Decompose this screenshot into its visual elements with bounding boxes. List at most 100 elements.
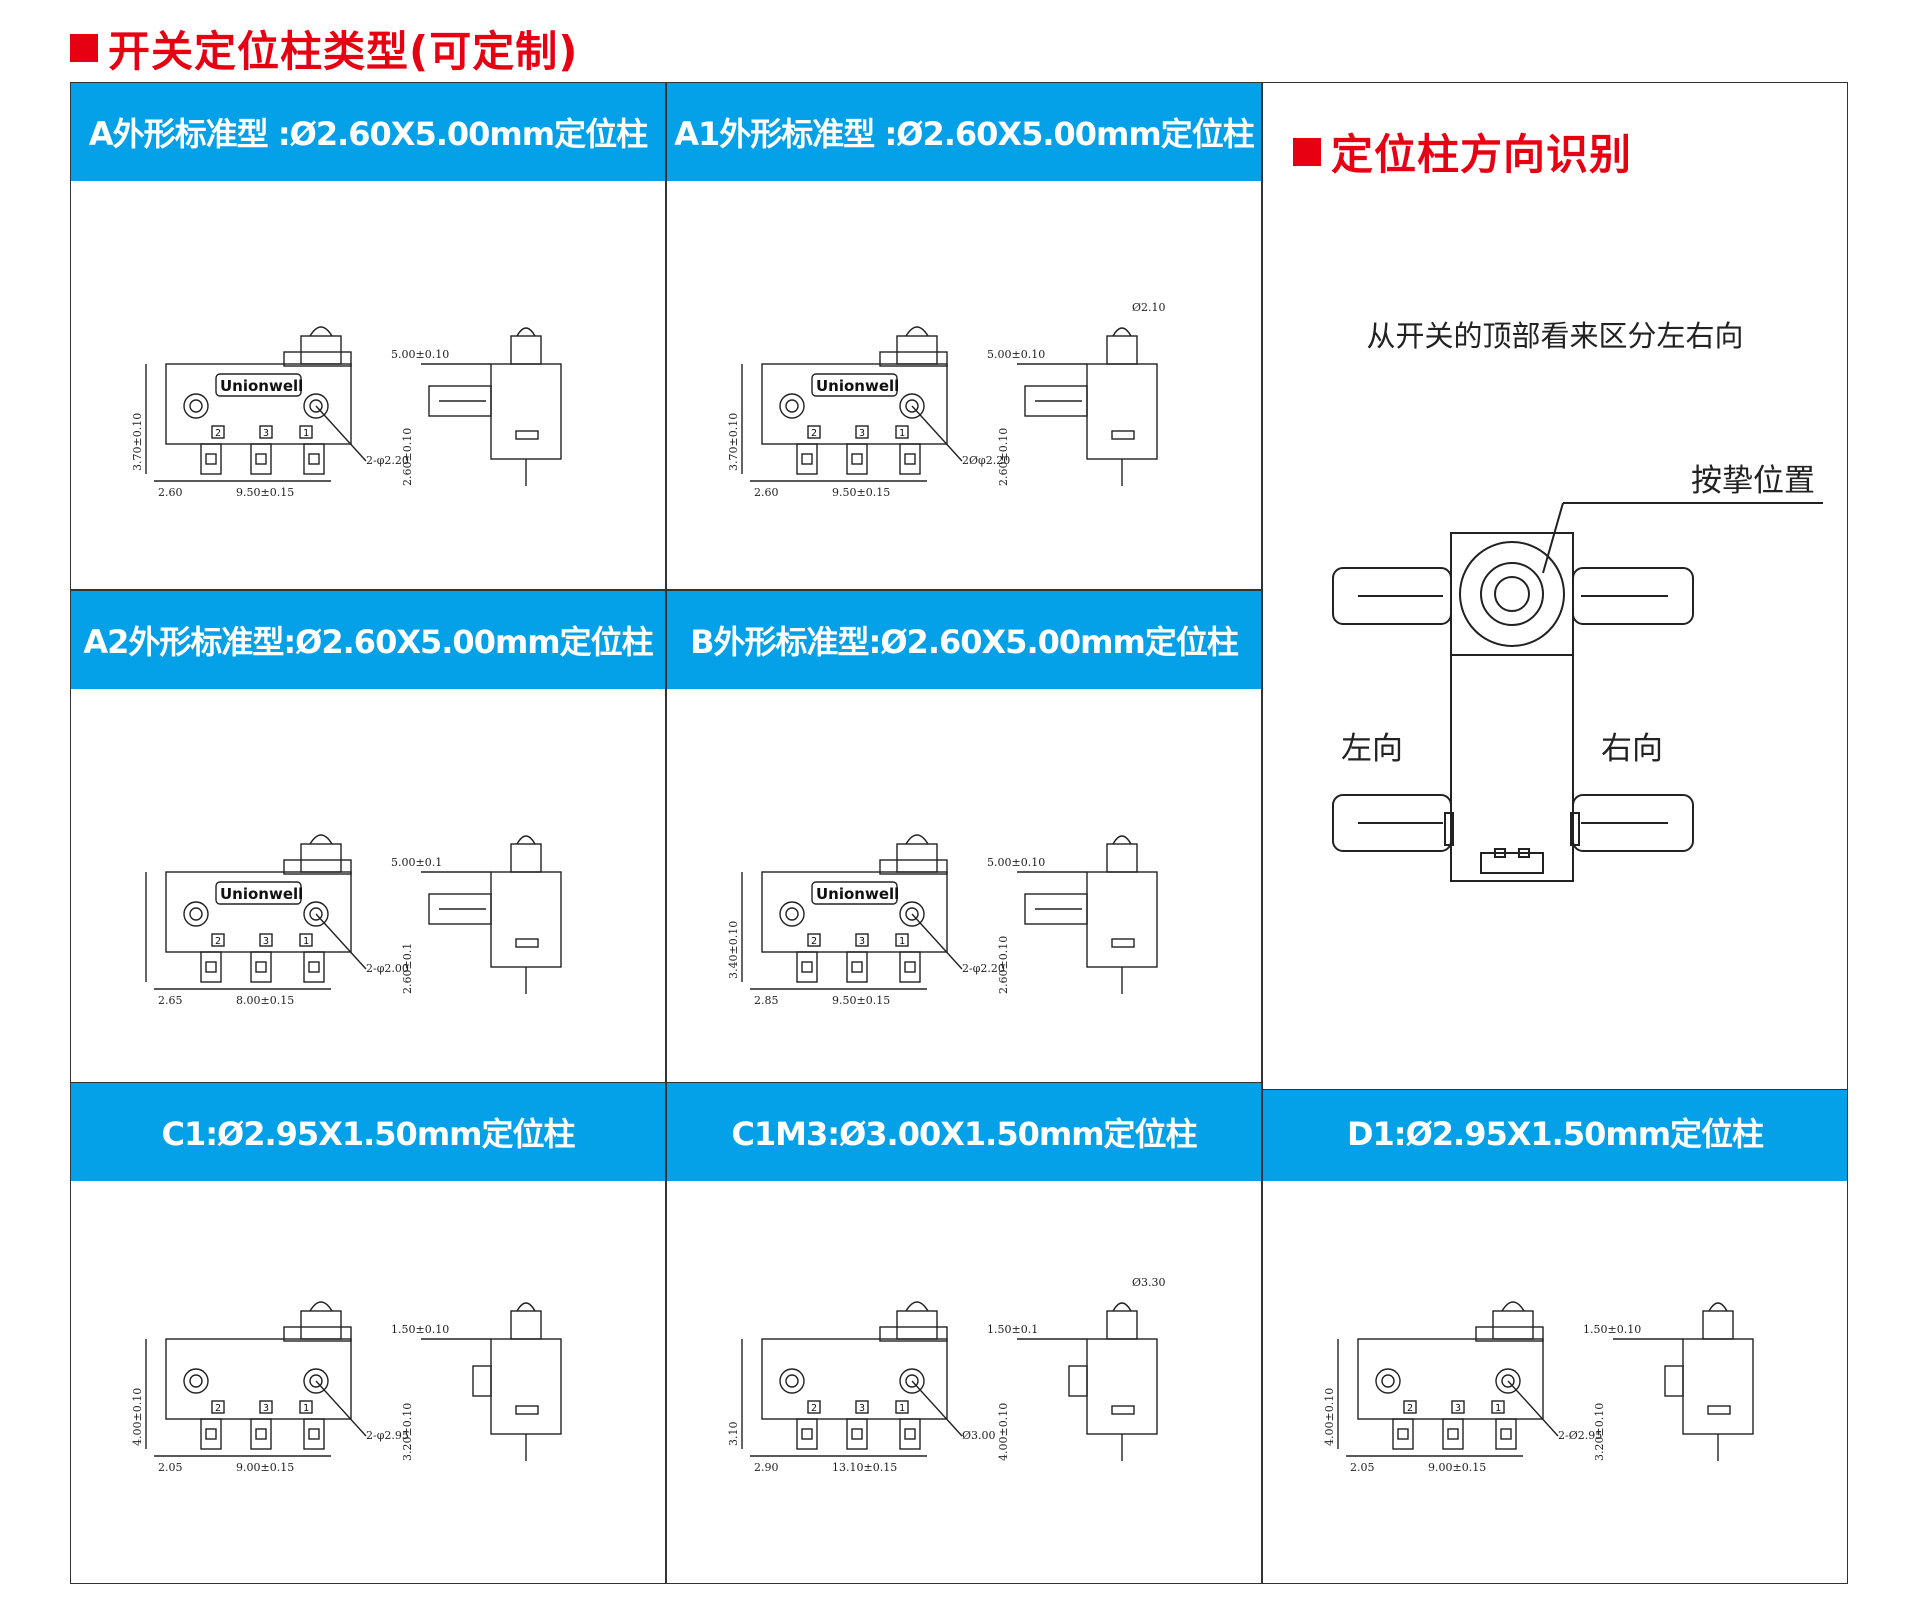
pin-number-label: 3 [859,1403,865,1414]
dimension-width: 9.50±0.15 [832,994,890,1007]
dimension-offset: 2.65 [158,994,183,1007]
dimension-post-length: 5.00±0.1 [391,856,442,869]
pin-number-label: 3 [859,936,865,947]
pin-number-label: 1 [899,1403,905,1414]
dimension-post-length: 1.50±0.10 [1583,1323,1641,1336]
pin-number-label: 2 [215,428,221,439]
brand-logo-text: Unionwell [220,377,303,395]
cell-title: C1M3:Ø3.00X1.50mm定位柱 [667,1083,1261,1181]
cell-title: A2外形标准型:Ø2.60X5.00mm定位柱 [71,591,665,689]
pin-number-label: 1 [899,936,905,947]
actuator-position-label: 按挚位置 [1691,463,1815,499]
cell-title: A1外形标准型 :Ø2.60X5.00mm定位柱 [667,83,1261,181]
switch-type-cell: B外形标准型:Ø2.60X5.00mm定位柱 2 3 1 Unionwell 2.85 9.… [666,590,1262,1098]
orientation-diagram [1332,502,1823,882]
dimension-width: 9.00±0.15 [1428,1461,1486,1474]
pin-number-label: 3 [263,936,269,947]
pin-number-label: 2 [215,1403,221,1414]
red-square-bullet [1293,137,1321,166]
dimension-post-height: 2.60±0.10 [401,428,414,486]
dimension-offset: 2.85 [754,994,779,1007]
dimension-offset: 2.90 [754,1461,779,1474]
dimension-post-length: 5.00±0.10 [987,856,1045,869]
cell-title: C1:Ø2.95X1.50mm定位柱 [71,1083,665,1181]
dimension-height: 4.00±0.10 [1323,1388,1336,1446]
dimension-post-length: 5.00±0.10 [987,348,1045,361]
dimension-offset: 2.60 [754,486,779,499]
page-heading: 开关定位柱类型(可定制) [70,18,578,78]
brand-logo-text: Unionwell [220,885,303,903]
pin-number-label: 1 [899,428,905,439]
switch-type-cell: C1M3:Ø3.00X1.50mm定位柱 2 3 1 2.90 13.10±0.15 3.1… [666,1082,1262,1584]
pin-number-label: 1 [303,936,309,947]
right-direction-label: 右向 [1601,731,1663,767]
brand-logo-text: Unionwell [816,377,899,395]
dimension-post-height: 3.20±0.10 [1593,1403,1606,1461]
pin-number-label: 2 [215,936,221,947]
pin-number-label: 3 [1455,1403,1461,1414]
page-title: 开关定位柱类型(可定制) [108,26,579,76]
dimension-hole: 2-φ2.95 [366,1429,409,1442]
pin-number-label: 3 [859,428,865,439]
pin-number-label: 1 [1495,1403,1501,1414]
dimension-height: 4.00±0.10 [131,1388,144,1446]
switch-type-cell: C1:Ø2.95X1.50mm定位柱 2 3 1 2.05 9.00±0.15 4.00±0… [70,1082,666,1584]
dimension-post-length: 1.50±0.1 [987,1323,1038,1336]
dimension-top: Ø2.10 [1132,301,1166,314]
dimension-top: Ø3.30 [1132,1276,1166,1289]
dimension-height: 3.10 [727,1422,740,1447]
cell-title: B外形标准型:Ø2.60X5.00mm定位柱 [667,591,1261,689]
orientation-description: 从开关的顶部看来区分左右向 [1366,319,1744,353]
dimension-offset: 2.05 [158,1461,183,1474]
pin-number-label: 2 [811,1403,817,1414]
pin-number-label: 2 [811,428,817,439]
dimension-post-height: 2.60±0.10 [997,936,1010,994]
switch-drawing: 2 3 1 2.05 9.00±0.15 4.00±0.10 2-φ2.95 1.50±0.1… [131,1301,562,1474]
dimension-height: 3.70±0.10 [131,413,144,471]
brand-logo-text: Unionwell [816,885,899,903]
dimension-width: 9.50±0.15 [236,486,294,499]
dimension-width: 9.00±0.15 [236,1461,294,1474]
cell-title: A外形标准型 :Ø2.60X5.00mm定位柱 [71,83,665,181]
orientation-panel: 定位柱方向识别 从开关的顶部看来区分左右向 按挚位置 左向 右向 [1262,82,1848,1090]
pin-number-label: 1 [303,1403,309,1414]
orientation-title: 定位柱方向识别 [1331,130,1633,179]
dimension-offset: 2.05 [1350,1461,1375,1474]
red-square-bullet [70,34,98,62]
cell-title: D1:Ø2.95X1.50mm定位柱 [1263,1083,1847,1181]
pin-number-label: 3 [263,1403,269,1414]
switch-drawing: 2 3 1 Unionwell 2.65 8.00±0.15 2-φ2.00 5.00±0.1… [145,834,562,1007]
pin-number-label: 2 [811,936,817,947]
dimension-offset: 2.60 [158,486,183,499]
dimension-hole: 2Øφ2.20 [962,454,1010,467]
pin-number-label: 3 [263,428,269,439]
switch-type-cell: A2外形标准型:Ø2.60X5.00mm定位柱 2 3 1 Unionwell 2.65 8… [70,590,666,1098]
dimension-post-length: 1.50±0.10 [391,1323,449,1336]
left-direction-label: 左向 [1341,731,1403,767]
dimension-post-height: 2.60±0.1 [401,943,414,994]
dimension-post-height: 2.60±0.10 [997,428,1010,486]
dimension-width: 13.10±0.15 [832,1461,897,1474]
dimension-hole: 2-φ2.00 [366,962,409,975]
dimension-hole: 2-Ø2.95 [1558,1429,1602,1442]
dimension-width: 8.00±0.15 [236,994,294,1007]
dimension-width: 9.50±0.15 [832,486,890,499]
orientation-heading: 定位柱方向识别 [1293,121,1632,182]
dimension-height: 3.40±0.10 [727,921,740,979]
switch-type-cell: A1外形标准型 :Ø2.60X5.00mm定位柱 2 3 1 Unionwell 2.60… [666,82,1262,590]
technical-drawing: 2 3 1 Unionwell 2.65 8.00±0.15 2-φ2.00 5.00±0.1… [71,689,665,1097]
dimension-hole: 2-φ2.20 [366,454,409,467]
